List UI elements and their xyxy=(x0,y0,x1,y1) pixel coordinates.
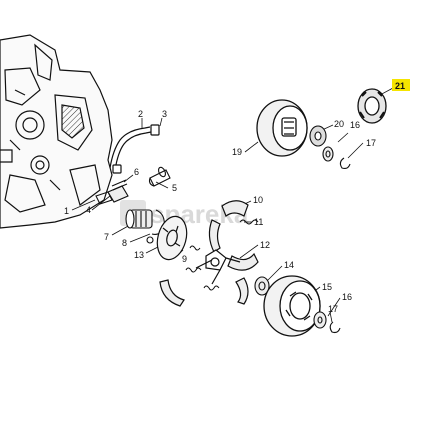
label-part-3: 3 xyxy=(162,109,167,119)
clutch-drum-15 xyxy=(263,275,321,337)
label-part-17-lower: 17 xyxy=(328,304,338,314)
highlight-box-21 xyxy=(392,79,410,91)
washer-16-lower xyxy=(313,311,327,329)
label-part-5: 5 xyxy=(172,183,177,193)
hose-part-2 xyxy=(109,124,160,174)
oil-pump-fittings xyxy=(95,166,171,205)
label-part-11: 11 xyxy=(254,217,263,227)
label-part-13: 13 xyxy=(134,250,144,260)
label-part-7: 7 xyxy=(104,232,109,242)
engine-crankcase xyxy=(0,34,113,229)
label-part-9: 9 xyxy=(182,254,187,264)
part-labels: 2 3 1 4 5 6 7 8 9 10 11 12 13 14 15 16 1… xyxy=(64,81,405,314)
needle-bearing-7 xyxy=(125,209,153,229)
clutch-disc-13 xyxy=(156,215,188,261)
label-part-6: 6 xyxy=(134,167,139,177)
label-part-8: 8 xyxy=(122,238,127,248)
e-clip-17-upper xyxy=(339,157,351,170)
label-part-16-upper: 16 xyxy=(350,120,360,130)
label-part-19: 19 xyxy=(232,147,242,157)
label-part-21: 21 xyxy=(395,81,405,91)
rim-sprocket-21 xyxy=(357,88,387,124)
label-part-2: 2 xyxy=(138,109,143,119)
springs xyxy=(185,219,259,291)
e-clip-17-lower xyxy=(329,321,341,334)
label-part-4: 4 xyxy=(86,205,91,215)
label-part-15: 15 xyxy=(322,282,332,292)
needle-bearing-14 xyxy=(254,276,270,296)
label-part-12: 12 xyxy=(260,240,270,250)
label-part-16-lower: 16 xyxy=(342,292,352,302)
washer-16-upper xyxy=(322,146,334,162)
label-part-17-upper: 17 xyxy=(366,138,376,148)
label-part-10: 10 xyxy=(253,195,263,205)
label-part-1: 1 xyxy=(64,206,69,216)
clutch-drum-19 xyxy=(256,99,308,157)
bearing-20 xyxy=(309,125,327,147)
label-part-20: 20 xyxy=(334,119,344,129)
clutch-shoes xyxy=(159,200,259,307)
label-part-14: 14 xyxy=(284,260,294,270)
